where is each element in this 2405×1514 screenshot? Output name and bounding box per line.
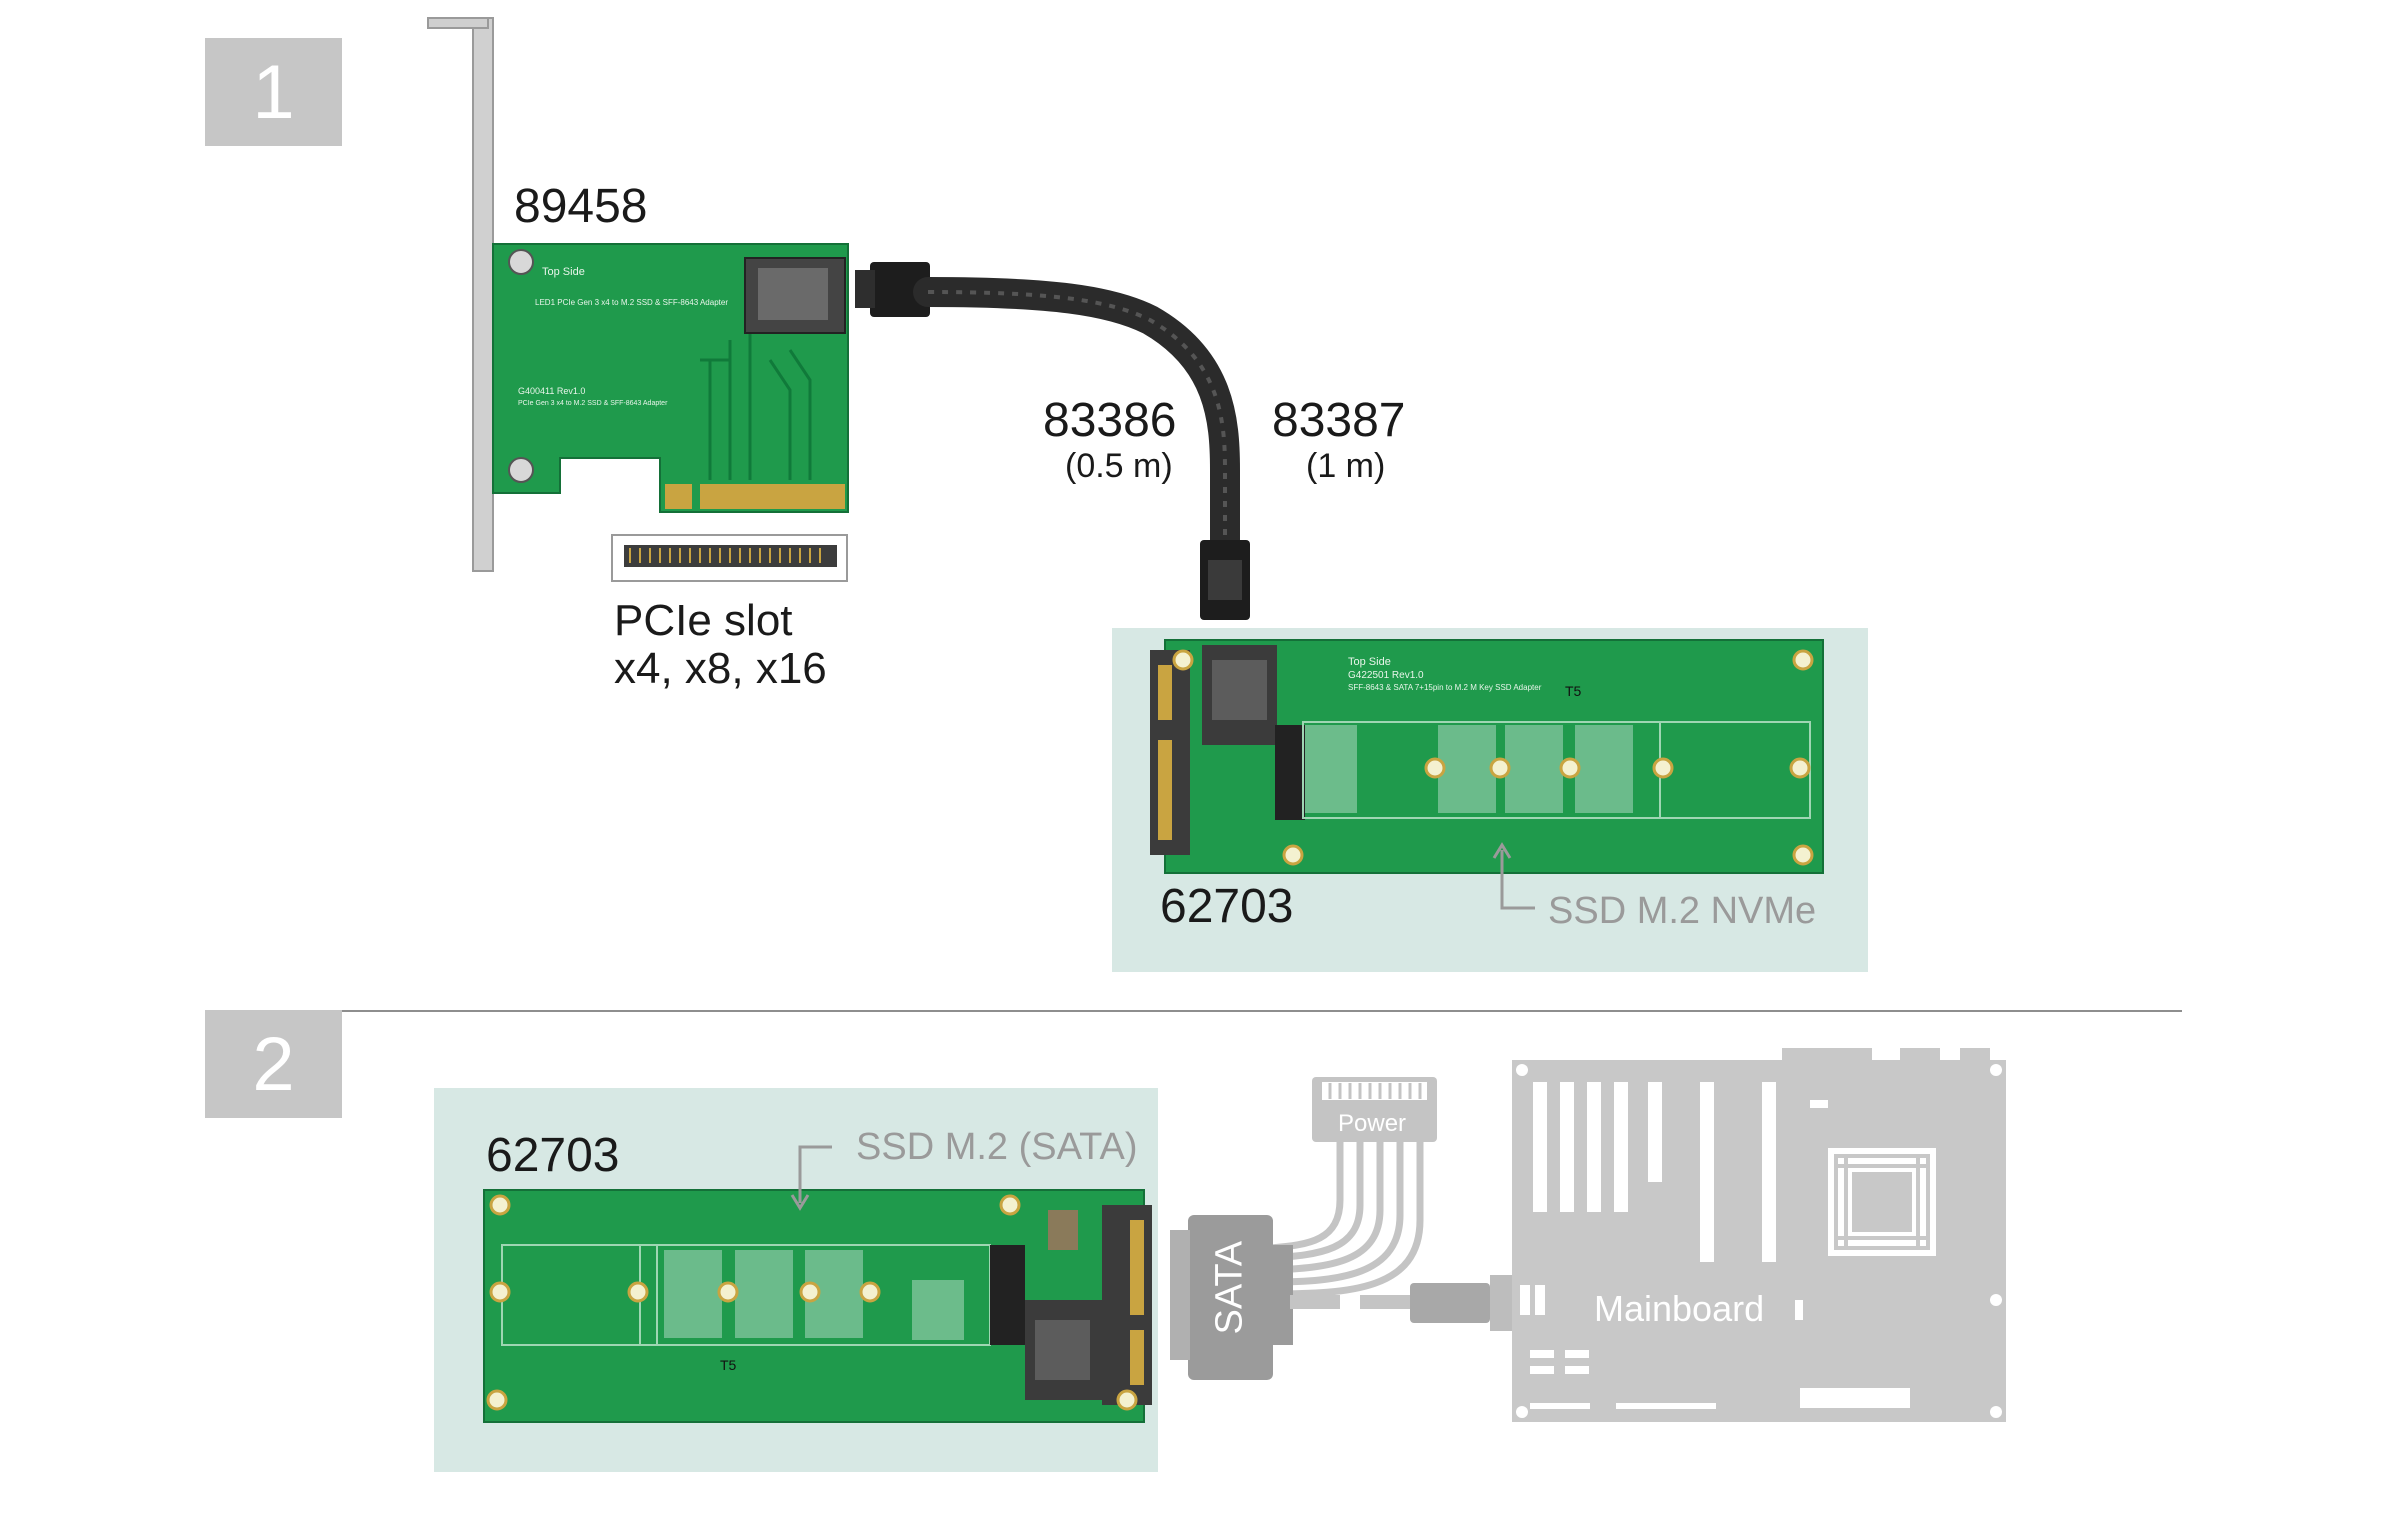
adapter-62703-label-top: 62703 [1160,880,1294,933]
svg-text:G400411 Rev1.0: G400411 Rev1.0 [518,386,585,396]
adapter-89458-label: 89458 [514,180,648,233]
step-2-badge: 2 [205,1010,342,1118]
svg-text:G422501 Rev1.0: G422501 Rev1.0 [1348,670,1424,681]
step-number: 2 [252,1021,295,1107]
cable-83386-length: (0.5 m) [1065,447,1173,485]
svg-text:T5: T5 [720,1357,737,1373]
ssd-nvme-label: SSD M.2 NVMe [1548,890,1817,932]
svg-text:T5: T5 [1565,683,1582,699]
svg-text:Top Side: Top Side [1348,656,1391,668]
cable-83387-label: 83387 [1272,394,1406,447]
cable-83386-label: 83386 [1043,394,1177,447]
cable-83387-length: (1 m) [1306,447,1386,485]
step-number: 1 [252,49,295,135]
section-divider [342,1010,2182,1012]
svg-text:LED1 PCIe Gen 3 x4 to M.2 SSD: LED1 PCIe Gen 3 x4 to M.2 SSD & SFF-8643… [535,298,728,307]
pcie-slot-label-line1: PCIe slot [614,596,793,645]
ssd-sata-label: SSD M.2 (SATA) [856,1126,1138,1168]
svg-text:PCIe Gen 3 x4 to M.2 SSD & SFF: PCIe Gen 3 x4 to M.2 SSD & SFF-8643 Adap… [518,400,668,407]
adapter-62703-label-bottom: 62703 [486,1129,620,1182]
step-1-badge: 1 [205,38,342,146]
svg-text:SFF-8643 & SATA 7+15pin to M.2: SFF-8643 & SATA 7+15pin to M.2 M Key SSD… [1348,683,1542,692]
mainboard-diagram [1512,1048,2006,1422]
sata-connector-label: SATA [1208,1240,1251,1335]
svg-text:Top Side: Top Side [542,266,585,278]
power-connector-label: Power [1338,1110,1407,1137]
pcie-slot-label-line2: x4, x8, x16 [614,644,827,693]
mainboard-label: Mainboard [1594,1288,1765,1329]
